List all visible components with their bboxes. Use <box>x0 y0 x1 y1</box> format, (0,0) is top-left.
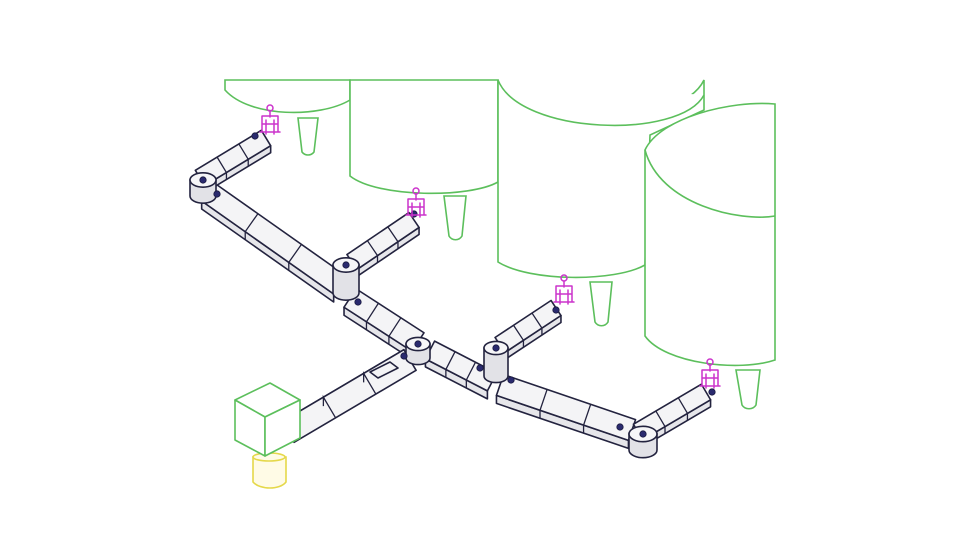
elbow-hub-center-bolt <box>414 340 422 348</box>
elbow-riser-2 <box>483 340 509 384</box>
motor-block <box>234 382 301 457</box>
duct-trunk-upper-top <box>200 182 348 295</box>
duct-spur-2-seam-2 <box>387 226 399 249</box>
drive-unit <box>234 382 301 489</box>
elbow-riser-1-center-bolt <box>342 261 350 269</box>
duct-motor-branch-top <box>281 348 417 444</box>
outlet-fixture-4-frame <box>699 364 721 389</box>
duct-trunk-lower-b-seam-1 <box>539 389 548 419</box>
duct-motor-branch <box>281 348 417 444</box>
elbow-top-left <box>189 172 217 204</box>
elbow-riser-2-center-bolt <box>492 344 500 352</box>
flange-bolt-5 <box>400 352 408 360</box>
flange-bolt-7 <box>507 376 515 384</box>
duct-spur-4-seam-1 <box>655 410 666 434</box>
outlet-fixture-1 <box>259 104 281 135</box>
tank-group <box>224 79 776 410</box>
duct-spur-1-seam-2 <box>238 143 249 167</box>
outlet-fixture-3 <box>553 274 575 305</box>
outlet-fixture-1-frame <box>259 110 281 135</box>
duct-trunk-lower-a-seam-2 <box>465 361 477 389</box>
inspection-hatch <box>369 361 399 379</box>
duct-trunk-upper-side <box>200 200 335 303</box>
tank-1 <box>224 79 351 156</box>
elbow-riser-2-body <box>483 347 509 384</box>
tank-4 <box>644 102 776 410</box>
duct-spur-1-seam-1 <box>216 156 228 180</box>
tank-3 <box>497 79 705 327</box>
duct-spur-2-seam-1 <box>366 240 379 263</box>
pump-coupling <box>252 456 287 489</box>
outlet-fixture-3-frame <box>553 280 575 305</box>
duct-trunk-lower-b-seam-2 <box>582 404 592 434</box>
outlet-fixture-group <box>259 104 721 389</box>
outlet-fixture-4 <box>699 358 721 389</box>
elbow-top-left-center-bolt <box>199 176 207 184</box>
flange-bolt-8 <box>476 364 484 372</box>
duct-trunk-mid-seam-2 <box>388 317 402 345</box>
duct-trunk-upper-seam-1 <box>244 213 259 240</box>
duct-trunk-lower-b <box>495 373 637 450</box>
duct-spur-3-seam-2 <box>531 312 543 336</box>
duct-trunk-mid-seam-1 <box>365 302 379 330</box>
duct-spur-4-seam-2 <box>677 397 689 421</box>
flange-bolt-9 <box>616 423 624 431</box>
elbow-riser-1 <box>332 257 360 301</box>
elbow-hub <box>405 336 431 366</box>
flange-bolt-6 <box>552 306 560 314</box>
duct-motor-branch-seam-1 <box>362 371 377 395</box>
outlet-fixture-2-frame <box>405 193 427 218</box>
flange-bolt-1 <box>251 132 259 140</box>
duct-spur-3 <box>494 299 562 361</box>
flange-bolt-10 <box>708 388 716 396</box>
outlet-fixture-2 <box>405 187 427 218</box>
duct-trunk-lower-a <box>424 340 498 400</box>
tank-2 <box>349 79 499 241</box>
flange-bolt-4 <box>354 298 362 306</box>
elbow-group <box>189 172 658 459</box>
duct-spur-3-seam-1 <box>512 324 525 348</box>
duct-trunk-upper-seam-2 <box>288 244 302 271</box>
elbow-riser-1-body <box>332 264 360 301</box>
elbow-bottom-right-center-bolt <box>639 430 647 438</box>
flange-bolt-2 <box>213 190 221 198</box>
duct-trunk-lower-a-seam-1 <box>445 351 456 378</box>
duct-trunk-upper <box>200 182 348 303</box>
duct-spur-4 <box>632 383 712 448</box>
elbow-bottom-right <box>628 425 658 459</box>
duct-motor-branch-seam-2 <box>322 394 337 419</box>
